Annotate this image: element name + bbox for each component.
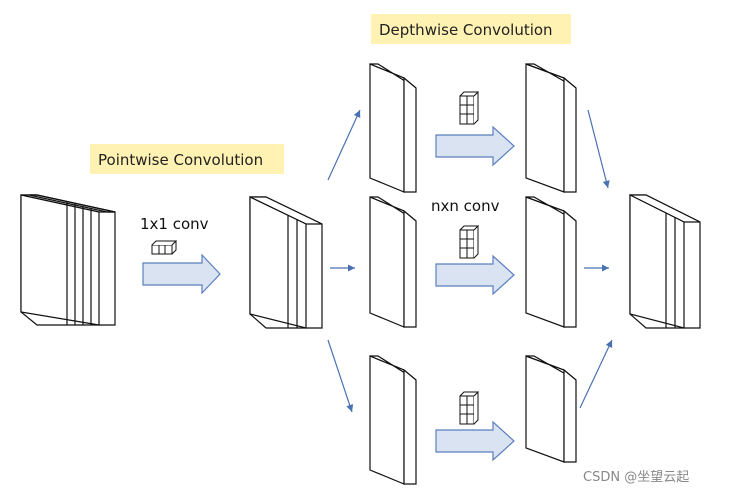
stack-layer-lines (66, 202, 676, 328)
svg-text:Pointwise Convolution: Pointwise Convolution (98, 151, 263, 169)
pointwise-kernel-icon (151, 240, 178, 255)
depthwise-output-slabs (525, 63, 577, 463)
conv-1x1-label: 1x1 conv (140, 215, 209, 233)
depthwise-block-arrow-bottom (435, 420, 515, 462)
pointwise-label: Pointwise Convolution (90, 144, 284, 174)
watermark-text: CSDN @坐望云起 (583, 469, 689, 485)
depthwise-block-arrow-middle (435, 254, 515, 296)
block-arrows (142, 125, 515, 462)
depthwise-kernel-icons (459, 90, 479, 425)
depthwise-input-slabs (369, 63, 417, 485)
output-feature-stack (629, 194, 701, 329)
pointwise-block-arrow (142, 253, 221, 295)
depthwise-label: Depthwise Convolution (371, 14, 571, 44)
conv-nxn-label: nxn conv (431, 197, 500, 215)
depthwise-block-arrow-top (435, 125, 515, 167)
pointwise-output-stack (249, 196, 323, 329)
connector-arrows (327, 109, 613, 413)
svg-text:Depthwise Convolution: Depthwise Convolution (379, 21, 553, 39)
input-feature-stack (20, 194, 116, 326)
